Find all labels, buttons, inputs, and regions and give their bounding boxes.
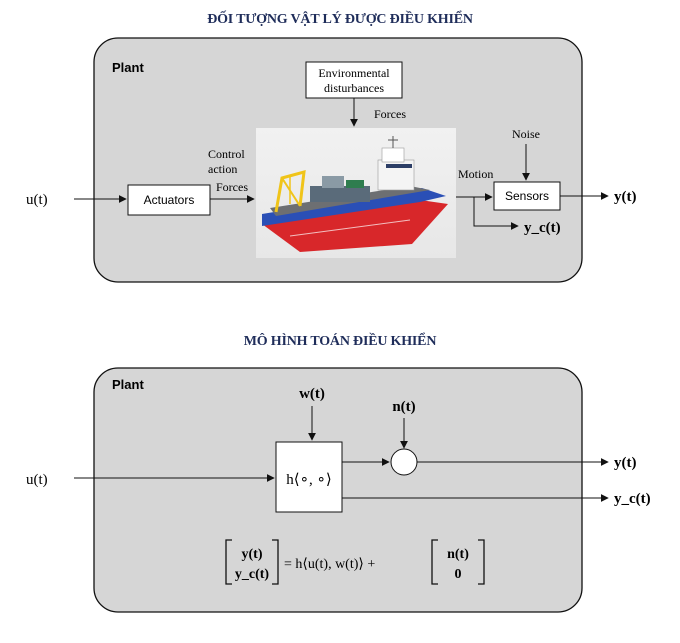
forces-label-left: Forces: [216, 180, 248, 194]
yc-branch-arrow: [473, 197, 519, 230]
function-block-label: h⟨∘, ∘⟩: [286, 472, 331, 488]
eq-rhs-bottom: 0: [455, 567, 462, 582]
control-action-line2: action: [208, 162, 237, 176]
forces-label-top: Forces: [374, 107, 406, 121]
env-disturbances-line2: disturbances: [324, 81, 384, 95]
bottom-plant-label: Plant: [112, 377, 144, 392]
control-action-line1: Control: [208, 147, 245, 161]
top-yc-label: y_c(t): [524, 220, 561, 236]
bottom-title: MÔ HÌNH TOÁN ĐIỀU KHIỂN: [243, 334, 437, 349]
top-y-label: y(t): [614, 189, 637, 205]
sensors-box: [493, 181, 561, 211]
bottom-input-label: u(t): [26, 472, 48, 488]
eq-rhs-main: = h⟨u(t), w(t)⟩ +: [284, 557, 375, 572]
plant-equation: y(t) y_c(t) = h⟨u(t), w(t)⟩ + n(t) 0: [225, 539, 485, 585]
top-title: ĐỐI TƯỢNG VẬT LÝ ĐƯỢC ĐIỀU KHIỂN: [207, 12, 473, 27]
env-disturbances-line1: Environmental: [318, 66, 390, 80]
top-plant-label: Plant: [112, 60, 144, 75]
ship-image: [256, 128, 456, 258]
eq-lhs-top: y(t): [242, 547, 263, 562]
actuators-label: Actuators: [144, 193, 195, 207]
disturbance-label: w(t): [299, 386, 325, 402]
eq-lhs-bottom: y_c(t): [235, 567, 270, 582]
eq-rhs-top: n(t): [447, 547, 469, 562]
sensors-label: Sensors: [505, 189, 549, 203]
function-block: [275, 441, 343, 513]
top-input-label: u(t): [26, 192, 48, 208]
summing-junction: [390, 448, 418, 476]
actuators-box: [127, 184, 211, 216]
bottom-y-label: y(t): [614, 455, 637, 471]
motion-label: Motion: [458, 167, 493, 181]
noise-n-label: n(t): [392, 399, 415, 415]
bottom-yc-label: y_c(t): [614, 491, 651, 507]
noise-label: Noise: [512, 127, 540, 141]
